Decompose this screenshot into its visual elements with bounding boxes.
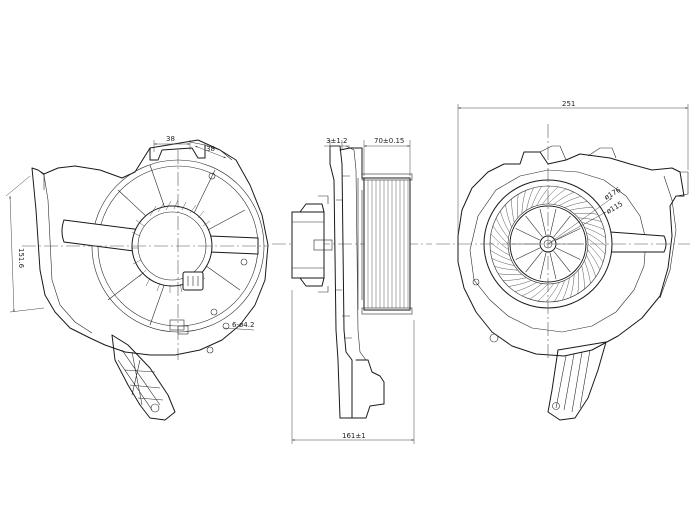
hub-spoke [553,250,571,273]
hub-spoke [515,228,541,241]
wheel-blade [587,249,601,270]
inlet-vane [61,219,143,253]
blower-wheel [363,177,411,311]
hub-spoke [553,215,571,238]
mounting-arm [111,334,176,421]
wheel-blade [498,273,522,275]
wheel-blade [502,277,527,281]
wheel-blade [581,265,585,290]
wheel-blade [587,243,604,263]
rear-inlet-vane [609,231,667,253]
wheel-blade [562,277,570,301]
wheel-blade [495,218,509,239]
hub-spokes [512,208,584,280]
wheel-blade [505,204,512,228]
wheel-blade [564,201,588,208]
dim-251: 251 [562,100,575,108]
rear-volute-housing [457,151,685,357]
curved-blades [489,185,607,303]
dim-38-b: 38 [206,145,215,153]
mounting-flange [329,145,353,419]
mounting-arm-ribs [117,349,164,413]
hub-spoke [515,247,541,260]
wheel-blade [587,238,606,255]
wheel-blade [545,282,560,303]
wheel-blade [521,190,526,214]
wheel-blade [494,266,518,271]
wheel-blade [514,282,537,292]
dim-6-hole: 6-ø4.2 [232,321,254,329]
wheel-blade [536,185,551,206]
wheel-blade [581,222,605,230]
motor-body [291,211,325,279]
wheel-blade [517,194,519,218]
hub-spoke [549,208,557,236]
dim-dia-115: ø115 [605,200,624,216]
wheel-blade [574,213,598,215]
wheel-blades [367,180,409,308]
wheel-blade [542,186,559,205]
rear-mounting-arm [547,341,607,421]
top-bracket [149,144,206,161]
dim-70: 70±0.15 [374,137,404,145]
wheel-blade [522,283,543,297]
wheel-blade [584,227,606,238]
wheel-blade [491,258,515,266]
hub-spoke [555,228,581,241]
side-view: 3±1.2 70±0.15 161±1 [272,137,432,444]
wheel-blade [511,198,515,223]
hub-spoke [525,215,543,238]
dim-3: 3±1.2 [326,137,347,145]
wheel-blade [569,207,594,211]
wheel-blade [547,188,567,205]
wheel-blade [553,191,574,205]
wheel-blade [586,255,596,278]
wheel-blade [529,283,549,300]
wheel-blade [492,225,509,245]
front-view: 38 38 151.6 6-ø4.2 [5,135,269,421]
dim-38-a: 38 [166,135,175,143]
hub-spoke [539,208,547,236]
hub-spoke [555,247,581,260]
wheel-blade [586,232,607,247]
wheel-blade [537,283,554,302]
hub-spoke [539,252,547,280]
rear-view: 251 ø176 ø115 [436,100,690,421]
wheel-blade [500,210,510,233]
wheel-blade [531,186,542,208]
dim-161: 161±1 [342,432,366,440]
wheel-blade [578,217,602,222]
wheel-blade [554,280,565,302]
wheel-blade [489,241,510,256]
wheel-blade [559,196,582,206]
wheel-blade [508,280,532,287]
dim-151-6: 151.6 [17,248,25,269]
wheel-blade [584,260,591,284]
wheel-blade [577,270,579,294]
wheel-blade [570,274,575,298]
wheel-blade [490,233,509,250]
hub-spoke [525,250,543,273]
hub-spoke [549,252,557,280]
wheel-blade [490,250,512,261]
wheel-blade [526,187,534,211]
volute-housing [31,139,269,356]
